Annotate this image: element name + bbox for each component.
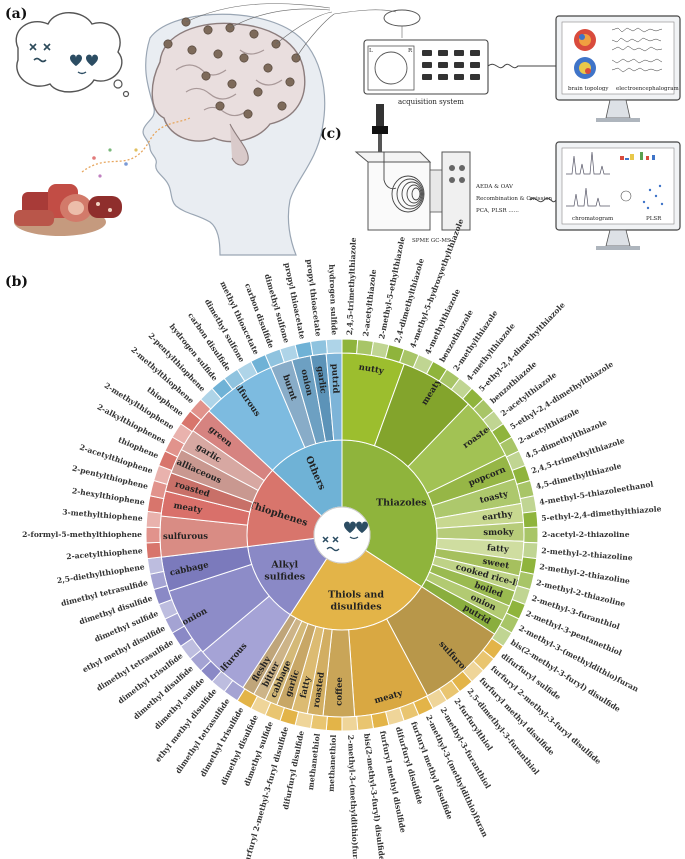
compound-label-59: 3-methylthiophene (62, 507, 143, 522)
compound-label-40: methanethiol (306, 733, 322, 791)
compound-tick-39 (325, 715, 343, 732)
plsr-bars (620, 152, 655, 160)
compound-label-77: hydrogen sulfide (327, 264, 339, 335)
compound-tick-19 (523, 526, 539, 544)
spme-gc-ms-label: SPME GC-MS (412, 238, 451, 244)
compound-tick-57 (145, 541, 162, 560)
device-letter-r: R (408, 48, 413, 54)
panel-c-label: (c) (320, 126, 342, 142)
acquisition-system-label: acquisition system (398, 98, 464, 106)
compound-tick-59 (145, 510, 162, 529)
compound-label-20: 2-methyl-2-thiazoline (541, 546, 633, 562)
compound-tick-75 (294, 340, 314, 359)
odor-label-6: smoky (483, 527, 515, 538)
compound-label-0: 2,4,5-trimethylthiazole (345, 237, 358, 335)
compound-tick-77 (325, 338, 343, 355)
odor-label-25: sulfurous (163, 532, 208, 542)
compound-tick-20 (522, 541, 539, 560)
wheel-center-faces-icon (322, 521, 368, 552)
compound-tick-36 (370, 711, 390, 730)
class-label-2-b: sulfides (264, 571, 305, 582)
class-label-0: Thiazoles (376, 497, 426, 508)
compound-label-60: 2-hexylthiophene (71, 486, 145, 507)
compound-tick-38 (341, 715, 359, 732)
plsr-label: PLSR (646, 216, 662, 222)
compound-label-76: propyl thioacetate (305, 259, 323, 337)
confused-face-icon (29, 43, 51, 63)
methods-text: AEDA & OAV Recombination & Omission PCA,… (475, 184, 557, 214)
device-letter-l: L (369, 48, 373, 54)
panel-a-label: (a) (5, 6, 27, 22)
chromatogram-label: chromatogram (572, 216, 614, 222)
compound-tick-18 (522, 510, 539, 529)
odor-label-8: sweet (482, 557, 510, 572)
compound-label-38: 2-methyl-3-(methyldithio)furan (346, 735, 360, 859)
odor-stream (81, 117, 191, 178)
wheel-center (313, 506, 371, 564)
compound-tick-76 (309, 339, 328, 356)
class-label-1-b: disulfides (331, 602, 382, 613)
method-pca-plsr: PCA, PLSR ...... (476, 208, 519, 214)
acquisition-system-device: L R acquisition system (363, 39, 556, 106)
method-aeda-oav: AEDA & OAV (475, 184, 514, 190)
compound-tick-58 (145, 526, 161, 544)
method-recombination: Recombination & Omission (476, 196, 553, 202)
thought-bubble (15, 12, 130, 98)
compound-tick-0 (341, 338, 359, 355)
compound-label-58: 2-formyl-5-methylthiophene (22, 530, 142, 539)
compound-tick-17 (519, 495, 538, 514)
odor-label-7: fatty (486, 543, 510, 555)
odor-label-15: coffee (335, 676, 346, 705)
compound-tick-40 (309, 714, 328, 731)
heart-eyes-face-icon (70, 54, 98, 75)
compound-tick-37 (356, 714, 375, 731)
meat-products-image (14, 184, 122, 236)
class-label-2: Alkyl (270, 559, 298, 570)
odor-label-34: garlic (314, 366, 328, 395)
brain-topology-label: brain topology (568, 86, 609, 92)
odor-label-5: earthy (482, 509, 514, 523)
class-label-1: Thiols and (328, 590, 384, 601)
compound-tick-1 (356, 339, 375, 356)
compound-label-1: 2-acetylthiazole (361, 269, 378, 337)
compound-label-19: 2-acetyl-2-thiazoline (542, 530, 630, 539)
compound-label-39: methanethiol (327, 735, 338, 792)
electroencephalogram-label: electroencephalogram (616, 86, 679, 92)
panel-b-label: (b) (5, 274, 28, 290)
gc-ms-instrument: SPME GC-MS (354, 104, 471, 244)
odor-label-35: putrid (329, 364, 340, 394)
compound-tick-56 (146, 556, 165, 575)
compound-label-18: 5-ethyl-2,4-dimethylthiazole (541, 504, 662, 523)
eeg-monitor: brain topology electroencephalogram (555, 15, 681, 122)
electrode-wires (185, 3, 421, 59)
compound-label-57: 2-acetylthiophene (66, 546, 143, 561)
odor-label-0: nutty (358, 362, 386, 376)
analysis-monitor: chromatogram PLSR (555, 141, 681, 250)
